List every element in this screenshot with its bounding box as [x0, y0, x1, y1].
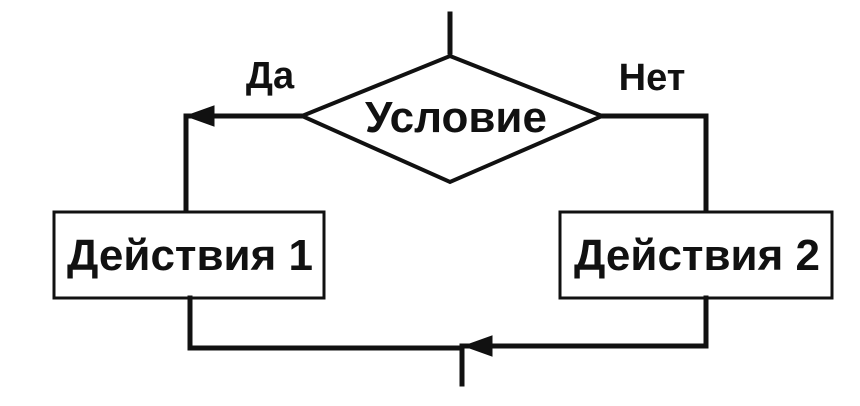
yes-branch-arrowhead: [184, 105, 215, 127]
decision-diamond: [296, 53, 608, 185]
action-label-1: Действия 1: [67, 231, 313, 280]
action-label-2: Действия 2: [574, 231, 820, 280]
decision-label: Условие: [365, 93, 547, 142]
action-box-2: [558, 210, 834, 300]
yes-branch-label: Да: [246, 55, 295, 97]
merge-arrowhead: [462, 335, 493, 357]
no-branch-label: Нет: [619, 57, 686, 99]
